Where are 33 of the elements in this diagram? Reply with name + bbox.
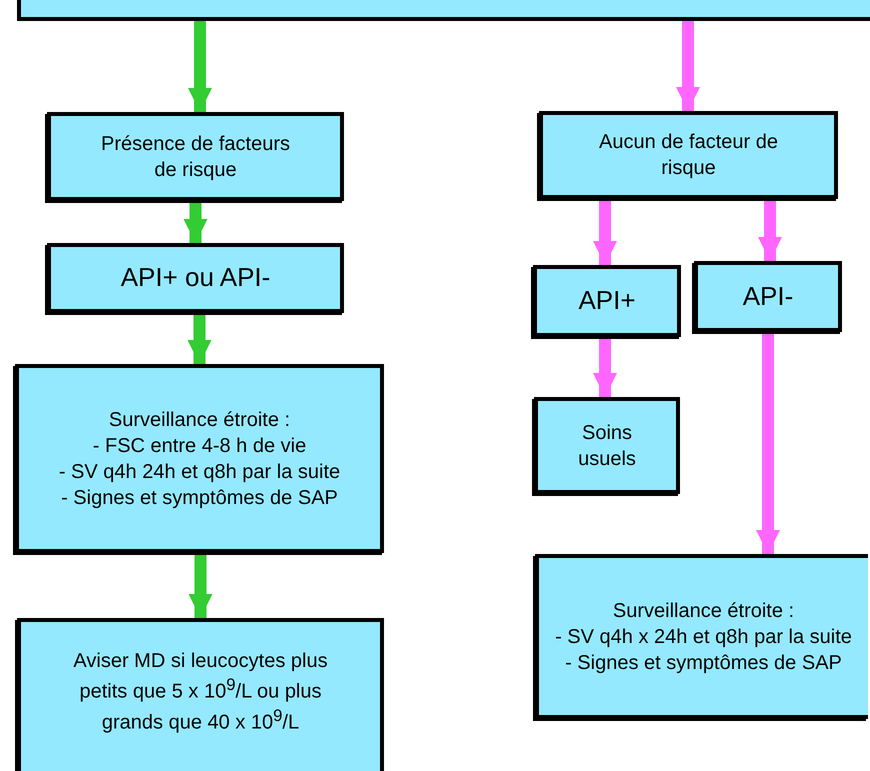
arrow	[593, 337, 617, 397]
node-text: - Signes et symptômes de SAP	[565, 650, 842, 676]
arrow	[676, 21, 700, 111]
process-box	[15, 364, 384, 553]
arrow	[184, 201, 208, 243]
arrow	[593, 199, 617, 265]
node-text: Surveillance étroite :	[612, 598, 794, 624]
process-box	[539, 111, 838, 199]
process-box	[694, 261, 842, 332]
arrow	[188, 553, 212, 618]
process-box	[533, 265, 681, 337]
node-text: API+ ou API-	[120, 261, 270, 294]
node-text: - SV q4h x 24h et q8h par la suite	[555, 624, 852, 650]
node-text: Aucun de facteur de risque	[598, 130, 779, 181]
process-box	[17, 618, 384, 771]
node-text: API+	[578, 284, 636, 318]
process-box	[534, 397, 680, 494]
arrow	[758, 199, 782, 261]
arrow	[188, 21, 212, 112]
node-text: API-	[742, 280, 794, 313]
process-box	[47, 112, 344, 201]
arrow	[756, 332, 780, 554]
arrow	[188, 313, 212, 364]
process-box	[17, 0, 870, 21]
node-text: - FSC entre 4-8 h de vie	[92, 434, 306, 458]
node-text: Surveillance étroite :	[108, 408, 290, 432]
process-box	[47, 243, 344, 313]
node-text: Présence de facteurs de risque	[100, 132, 291, 182]
process-box	[535, 554, 868, 719]
node-text: Soins usuels	[577, 420, 637, 472]
node-text: Aviser MD si leucocytes plus petits que 5 x 10$^{9}$/L ou plus grands que 40 x 10$^{9}$/L	[72, 648, 329, 736]
node-text: - Signes et symptômes de SAP	[61, 486, 338, 510]
node-text: - SV q4h 24h et q8h par la suite	[58, 460, 340, 484]
